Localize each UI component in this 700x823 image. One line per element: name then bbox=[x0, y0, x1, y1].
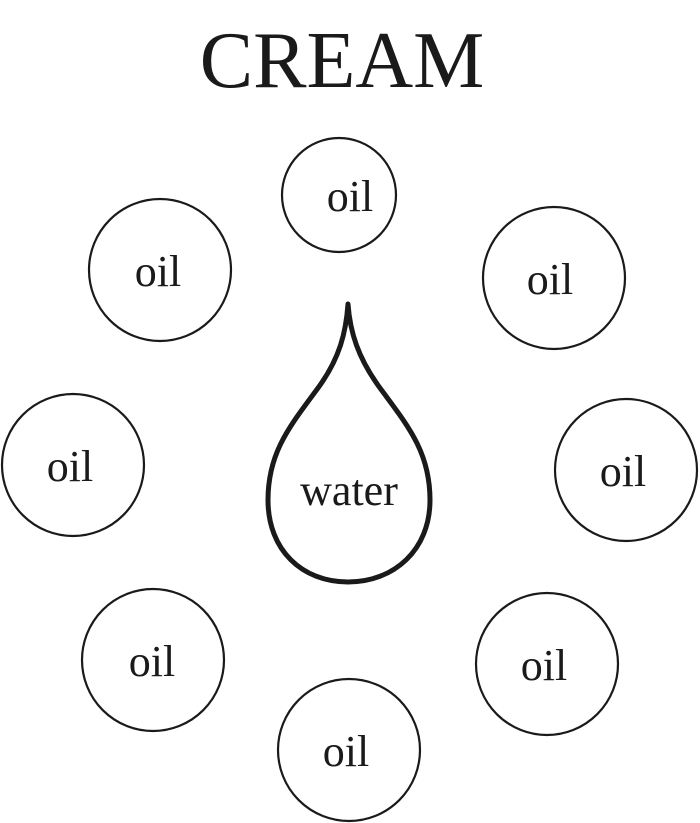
oil-droplet: oil bbox=[474, 591, 620, 737]
oil-droplet: oil bbox=[80, 587, 226, 733]
water-label: water bbox=[300, 466, 398, 515]
oil-droplet: oil bbox=[276, 677, 422, 823]
oil-droplet: oil bbox=[481, 205, 627, 351]
oil-circle bbox=[276, 677, 422, 823]
oil-circle bbox=[474, 591, 620, 737]
oil-label: oil bbox=[327, 172, 373, 221]
water-drop-shape bbox=[265, 301, 433, 585]
oil-label: oil bbox=[135, 247, 181, 296]
oil-circle bbox=[80, 587, 226, 733]
oil-label: oil bbox=[129, 637, 175, 686]
oil-circle bbox=[280, 136, 398, 254]
oil-label: oil bbox=[323, 727, 369, 776]
oil-droplet: oil bbox=[0, 392, 146, 538]
oil-label: oil bbox=[47, 442, 93, 491]
oil-label: oil bbox=[527, 255, 573, 304]
oil-circle bbox=[87, 197, 233, 343]
oil-label: oil bbox=[521, 641, 567, 690]
oil-circle bbox=[553, 397, 699, 543]
oil-circle bbox=[0, 392, 146, 538]
oil-droplet: oil bbox=[87, 197, 233, 343]
oil-droplet: oil bbox=[280, 136, 398, 254]
oil-label: oil bbox=[600, 447, 646, 496]
water-drop: water bbox=[265, 301, 433, 585]
oil-circle bbox=[481, 205, 627, 351]
diagram-title: CREAM bbox=[200, 17, 485, 105]
oil-droplet: oil bbox=[553, 397, 699, 543]
